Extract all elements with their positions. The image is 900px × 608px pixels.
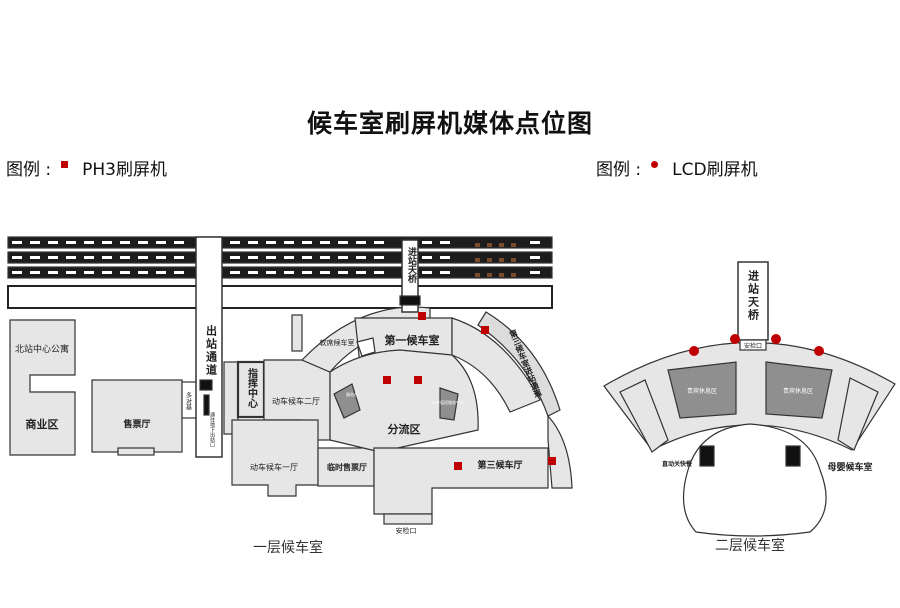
- soft-waiting-label: 软席候车室: [320, 338, 355, 347]
- ticket-hall-block: [91, 379, 183, 453]
- third-entry-passage: [477, 311, 561, 417]
- vip-left-label: 贵宾休息区: [687, 387, 717, 395]
- vip-room-left: [667, 361, 737, 419]
- track-dashes: [12, 241, 540, 274]
- emu-hall-one: [231, 419, 319, 497]
- ph3-marker: [548, 457, 556, 465]
- express-label: 直动关快餐: [662, 460, 693, 468]
- f2-entry-bridge: [737, 261, 769, 341]
- ph3-marker: [383, 376, 391, 384]
- north-center-block: [9, 319, 76, 456]
- temp-ticket-label: 临时售票厅: [327, 462, 367, 472]
- small-b-label: 公安值班服务中心: [432, 399, 464, 405]
- floor2-caption: 二层候车室: [715, 537, 785, 554]
- red-dot-icon: [651, 161, 659, 168]
- distribution-label: 分流区: [388, 422, 421, 436]
- f2-security-label: 安检口: [744, 342, 762, 350]
- multi-bay-label: 多对基: [185, 391, 192, 410]
- ph3-marker: [414, 376, 422, 384]
- first-waiting-label: 第一候车室: [385, 333, 440, 347]
- command-center-label: 指挥中心: [246, 367, 258, 408]
- lcd-marker: [771, 334, 781, 344]
- ph3-marker: [454, 462, 462, 470]
- emu-one-label: 动车候车一厅: [250, 462, 298, 472]
- third-hall-label: 第三候车厅: [477, 459, 522, 471]
- ph3-markers: [383, 312, 556, 470]
- small-c-label: 通往地下出站口: [209, 411, 215, 448]
- entry-bridge: [401, 239, 419, 313]
- page-title: 候车室刷屏机媒体点位图: [306, 109, 593, 138]
- legend-lcd: 图例 : LCD刷屏机: [596, 155, 758, 180]
- platform-markers: [475, 243, 516, 277]
- small-a-label: 服务台: [346, 391, 358, 397]
- emu-two-label: 动车候车二厅: [272, 396, 320, 406]
- exit-passage-label: 出站通道: [205, 324, 218, 377]
- legend-ph3-text: PH3刷屏机: [82, 160, 167, 180]
- legend-lcd-text: LCD刷屏机: [672, 160, 758, 180]
- red-square-icon: [61, 161, 69, 168]
- f2-bridge-label: 进站天桥: [747, 269, 760, 322]
- ph3-marker: [481, 326, 489, 334]
- command-center-box: [236, 360, 266, 419]
- lcd-marker: [689, 346, 699, 356]
- lcd-marker: [730, 334, 740, 344]
- ticket-hall-label: 售票厅: [122, 418, 150, 430]
- entry-bridge-label: 进站天桥: [406, 246, 417, 284]
- business-label: 商业区: [26, 417, 59, 431]
- temp-ticket-hall: [317, 447, 375, 487]
- ph3-marker: [418, 312, 426, 320]
- north-center-label: 北站中心公寓: [15, 343, 69, 355]
- vip-room-right: [765, 361, 833, 419]
- security-label: 安检口: [396, 526, 417, 535]
- f2-lower-area: [682, 423, 827, 537]
- third-waiting-hall: [373, 447, 549, 515]
- floor1-caption: 一层候车室: [253, 539, 323, 556]
- exit-passage: [195, 236, 223, 458]
- mother-baby-label: 母婴候车室: [827, 461, 872, 473]
- vip-right-label: 贵宾休息区: [783, 387, 813, 395]
- legend-lcd-label: 图例 :: [596, 160, 642, 180]
- legend-ph3: 图例 : PH3刷屏机: [6, 155, 167, 180]
- distribution-area: [329, 349, 479, 453]
- lcd-markers: [689, 334, 824, 356]
- legend-ph3-label: 图例 :: [6, 160, 52, 180]
- lcd-marker: [814, 346, 824, 356]
